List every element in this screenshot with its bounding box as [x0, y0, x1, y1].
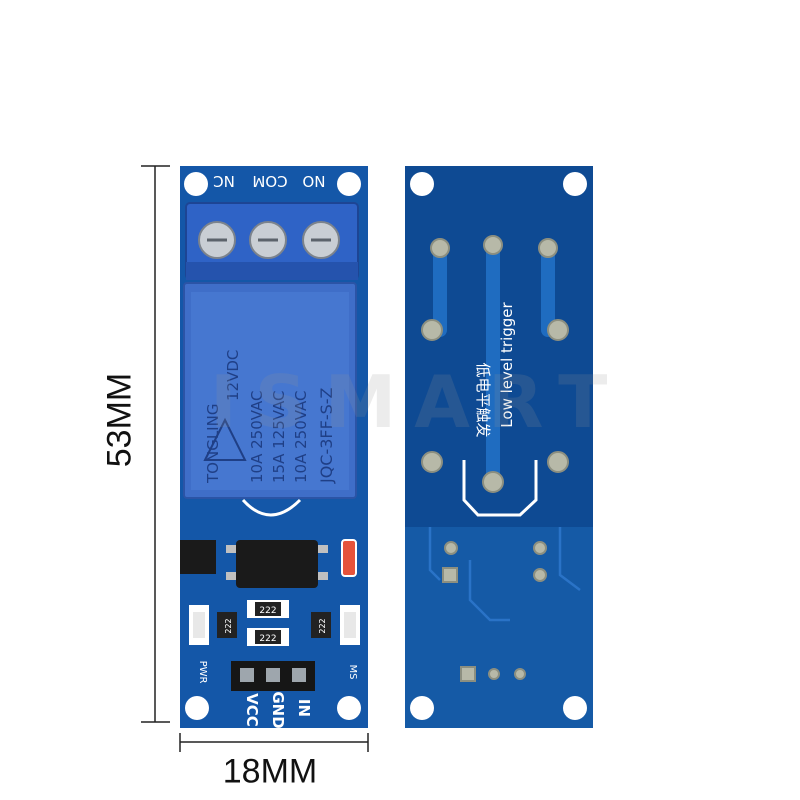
silkscreen-outline [462, 460, 538, 517]
terminal-screw [198, 221, 236, 259]
height-dimension-label: 53MM [100, 372, 139, 468]
solder-pad [488, 668, 500, 680]
resistor: 222 [247, 600, 289, 618]
resistor: 222 [311, 612, 331, 638]
resistor: 222 [217, 612, 237, 638]
mounting-hole [410, 172, 434, 196]
pin-label-gnd: GND [269, 691, 287, 728]
solder-pad [547, 451, 569, 473]
solder-pad [482, 471, 504, 493]
resistor: 222 [247, 628, 289, 646]
solder-pad [421, 319, 443, 341]
relay-model: JQC-3FF-S-Z [317, 387, 336, 484]
terminal-label-no: NO [302, 172, 325, 190]
relay-logo-icon [203, 417, 247, 461]
diode [341, 539, 357, 577]
mounting-hole [337, 172, 361, 196]
relay-rating-1: 10A 250VAC [248, 390, 266, 483]
solder-pad [533, 541, 547, 555]
solder-pad [514, 668, 526, 680]
relay-rating-3: 10A 250VAC [292, 390, 310, 483]
pin-label-vcc: VCC [243, 693, 261, 727]
mounting-hole [337, 696, 361, 720]
solder-pad [460, 666, 476, 682]
relay: TONGLING 12VDC 10A 250VAC 15A 125VAC 10A… [183, 282, 357, 499]
solder-pad [533, 568, 547, 582]
terminal-label-nc: NC [213, 172, 235, 190]
dimension-lines [141, 165, 369, 752]
chinese-label: 低电平触发 [474, 362, 492, 437]
svg-text:222: 222 [224, 618, 233, 633]
mounting-hole [563, 696, 587, 720]
mounting-hole [185, 696, 209, 720]
solder-pad [483, 235, 503, 255]
front-board: NO COM NC TONGLING 12VDC 10A 250VAC 15A … [180, 166, 368, 729]
led-pwr [189, 605, 209, 645]
pin-label-in: IN [295, 699, 313, 717]
back-board: 低电平触发 Low level trigger [405, 166, 593, 728]
mounting-hole [410, 696, 434, 720]
width-dimension-label: 18MM [222, 752, 318, 791]
transistor [180, 540, 216, 574]
terminal-screw [302, 221, 340, 259]
terminal-screw [249, 221, 287, 259]
mounting-hole [563, 172, 587, 196]
watermark: ISMART [210, 360, 626, 444]
svg-text:222: 222 [259, 634, 276, 644]
silkscreen-outline [241, 498, 302, 517]
pin-header [231, 661, 315, 691]
svg-text:222: 222 [259, 606, 276, 616]
optocoupler [236, 540, 318, 588]
relay-voltage: 12VDC [224, 350, 242, 401]
solder-pad [430, 238, 450, 258]
svg-text:222: 222 [318, 618, 327, 633]
solder-pad [444, 541, 458, 555]
solder-pad [538, 238, 558, 258]
ms-label: MS [347, 665, 358, 680]
trigger-label: Low level trigger [498, 301, 516, 427]
solder-pad [442, 567, 458, 583]
mounting-hole [184, 172, 208, 196]
led-ms [340, 605, 360, 645]
pwr-label: PWR [197, 661, 208, 684]
relay-rating-2: 15A 125VAC [270, 390, 288, 483]
terminal-label-com: COM [252, 172, 287, 190]
terminal-block [185, 202, 359, 280]
solder-pad [421, 451, 443, 473]
solder-pad [547, 319, 569, 341]
